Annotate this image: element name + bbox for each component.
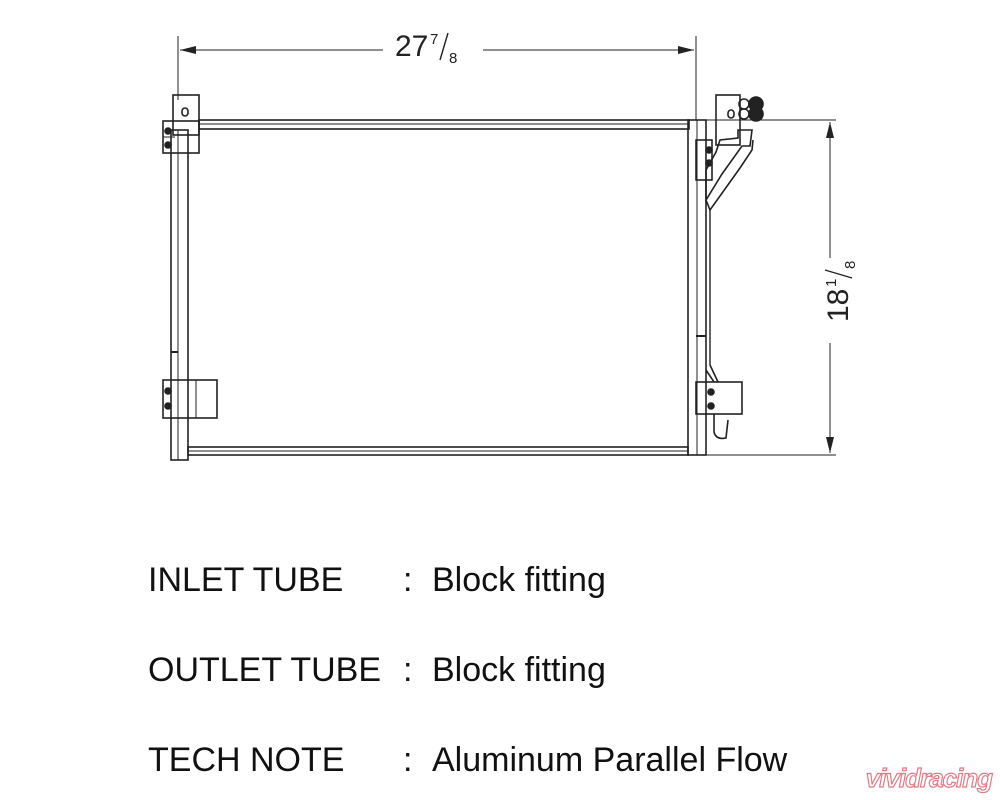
spec-value: Block fitting: [432, 561, 606, 599]
spec-label: TECH NOTE: [148, 741, 345, 779]
left-header-tank: [162, 94, 218, 461]
spec-colon: :: [403, 561, 413, 599]
spec-colon: :: [403, 651, 413, 689]
spec-colon: :: [403, 741, 413, 779]
height-dimension: 18 1 8: [706, 119, 859, 456]
watermark-logo: vividracing: [865, 762, 993, 793]
condenser-core: [187, 119, 690, 456]
width-whole: 27: [395, 30, 428, 63]
height-numerator: 1: [823, 279, 840, 287]
height-whole: 18: [822, 289, 855, 322]
width-numerator: 7: [430, 31, 438, 48]
spec-label: OUTLET TUBE: [148, 651, 382, 689]
condenser-diagram: 27 7 8 18 1 8: [162, 30, 859, 461]
right-header-tank: [687, 94, 764, 456]
width-denominator: 8: [449, 50, 457, 67]
height-denominator: 8: [842, 261, 859, 269]
spec-value: Aluminum Parallel Flow: [432, 741, 788, 779]
spec-value: Block fitting: [432, 651, 606, 689]
spec-label: INLET TUBE: [148, 561, 344, 599]
width-dimension: 27 7 8: [177, 30, 697, 120]
